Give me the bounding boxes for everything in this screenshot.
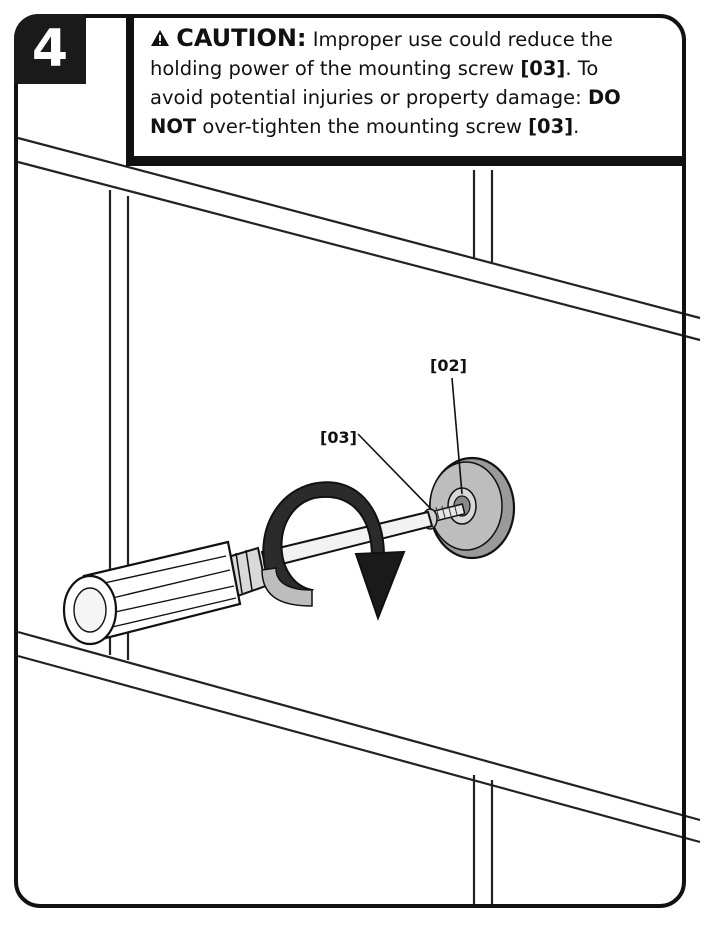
caution-line3-do: DO [587, 86, 621, 109]
caution-line1: Improper use could reduce the [312, 28, 613, 51]
wall-anchor-icon [428, 456, 516, 560]
caution-line2-a: holding power of the mounting screw [150, 57, 521, 80]
caution-line4-end: . [573, 115, 580, 138]
screwdriver-icon [62, 510, 434, 646]
caution-heading: CAUTION: [176, 24, 307, 52]
caution-line4-ref: [03] [528, 115, 574, 138]
rotation-arrow-icon [261, 481, 406, 621]
caution-line2-b: . To [565, 57, 599, 80]
callout-leaders [357, 377, 463, 511]
anchor-part-label: [02] [430, 356, 467, 375]
warning-triangle-icon [150, 28, 176, 51]
caution-line3-a: avoid potential injuries or property dam… [150, 86, 588, 109]
caution-line2-ref: [03] [520, 57, 566, 80]
caution-text: CAUTION: Improper use could reduce the h… [150, 24, 680, 141]
caution-line4-b: over-tighten the mounting screw [196, 115, 529, 138]
caution-box: CAUTION: Improper use could reduce the h… [126, 14, 686, 166]
caution-line4-not: NOT [150, 115, 197, 138]
screw-part-label: [03] [320, 428, 357, 447]
tile-wall [17, 136, 701, 908]
step-number-badge: 4 [14, 14, 86, 84]
